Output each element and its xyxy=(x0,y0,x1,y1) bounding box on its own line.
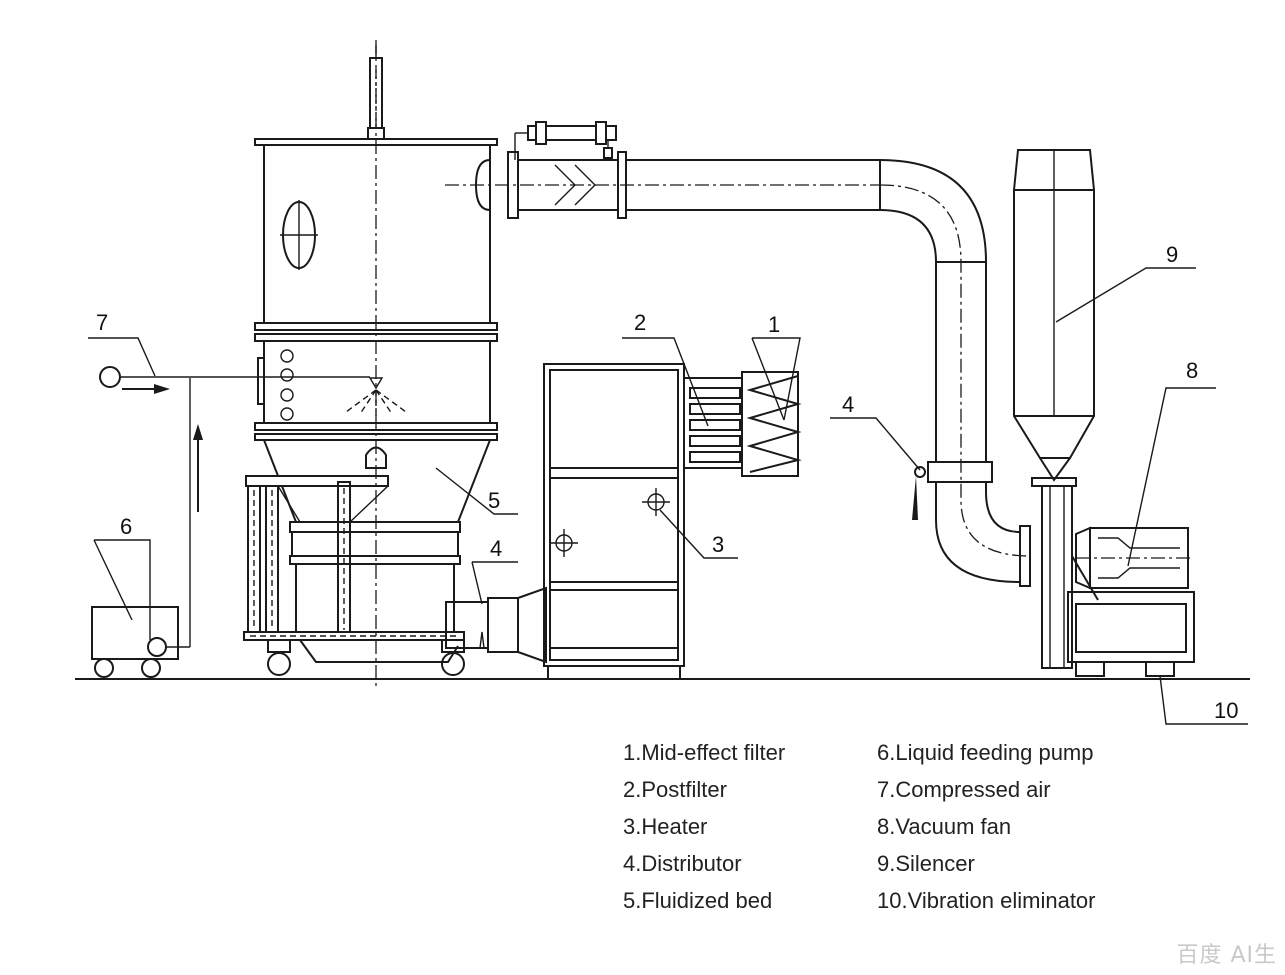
liquid-feeding-pump xyxy=(91,378,203,678)
watermark-text: 百度 AI生 xyxy=(1176,943,1277,968)
callout-8: 8 xyxy=(1186,358,1198,383)
legend-item-2: 2.Postfilter xyxy=(623,777,727,802)
legend-item-8: 8.Vacuum fan xyxy=(877,814,1012,839)
exhaust-duct xyxy=(445,121,1031,587)
distributor-left xyxy=(445,586,547,664)
legend-item-7: 7.Compressed air xyxy=(877,777,1051,802)
legend-item-4: 4.Distributor xyxy=(623,851,742,876)
filter-assembly xyxy=(683,371,802,477)
compressed-air-line xyxy=(99,366,370,394)
vacuum-fan xyxy=(1067,526,1195,677)
callout-7: 7 xyxy=(96,310,108,335)
callout-1: 1 xyxy=(768,312,780,337)
callout-4-left: 4 xyxy=(490,536,502,561)
silencer xyxy=(1013,149,1095,669)
legend-right-column: 6.Liquid feeding pump 7.Compressed air 8… xyxy=(877,734,1096,919)
leader-lines xyxy=(88,267,1248,725)
legend-item-1: 1.Mid-effect filter xyxy=(623,740,786,765)
heater-cabinet xyxy=(543,363,685,678)
callout-3: 3 xyxy=(712,532,724,557)
callout-2: 2 xyxy=(634,310,646,335)
callout-10: 10 xyxy=(1214,698,1238,723)
callout-6: 6 xyxy=(120,514,132,539)
dryer-tower xyxy=(243,40,498,690)
legend-item-6: 6.Liquid feeding pump xyxy=(877,740,1094,765)
legend-item-9: 9.Silencer xyxy=(877,851,975,876)
callout-9: 9 xyxy=(1166,242,1178,267)
callout-5: 5 xyxy=(488,488,500,513)
legend-item-3: 3.Heater xyxy=(623,814,708,839)
callout-4-right: 4 xyxy=(842,392,854,417)
legend-item-10: 10.Vibration eliminator xyxy=(877,888,1096,913)
legend-item-5: 5.Fluidized bed xyxy=(623,888,773,913)
callout-numbers: 1 2 3 4 4 5 6 7 8 9 10 xyxy=(96,242,1238,723)
legend-left-column: 1.Mid-effect filter 2.Postfilter 3.Heate… xyxy=(623,734,785,919)
